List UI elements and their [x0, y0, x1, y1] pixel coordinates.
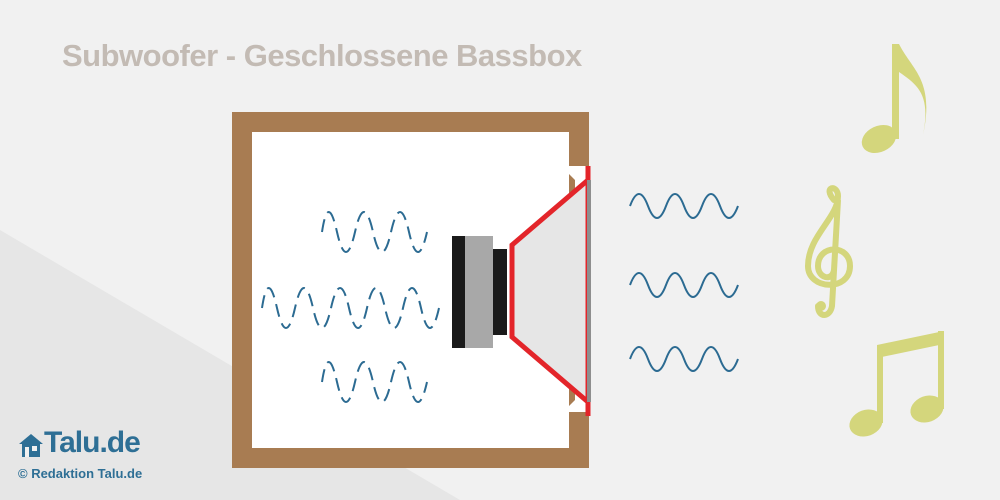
internal-wave-top — [321, 211, 428, 253]
magnet-back — [452, 236, 465, 348]
emitted-wave-bottom — [629, 346, 739, 372]
emitted-wave-top — [629, 193, 739, 219]
cone-rim — [587, 180, 591, 402]
closed-enclosure — [232, 112, 589, 468]
internal-wave-bottom — [321, 361, 428, 403]
magnet-body — [465, 236, 493, 348]
copyright-credit: © Redaktion Talu.de — [18, 466, 143, 481]
internal-waves — [261, 211, 440, 403]
diagram-title: Subwoofer - Geschlossene Bassbox — [62, 38, 582, 73]
house-logo-icon — [19, 434, 43, 457]
logo-name: Talu.de — [44, 426, 141, 459]
beamed-notes-icon — [849, 331, 944, 437]
treble-clef-icon — [804, 185, 854, 318]
speaker-driver — [452, 166, 591, 416]
speaker-cone — [512, 182, 587, 400]
emitted-wave-middle — [629, 272, 739, 298]
emitted-waves — [629, 193, 739, 372]
internal-wave-middle — [261, 287, 440, 329]
eighth-note-icon — [861, 44, 927, 154]
magnet-front — [493, 249, 507, 335]
